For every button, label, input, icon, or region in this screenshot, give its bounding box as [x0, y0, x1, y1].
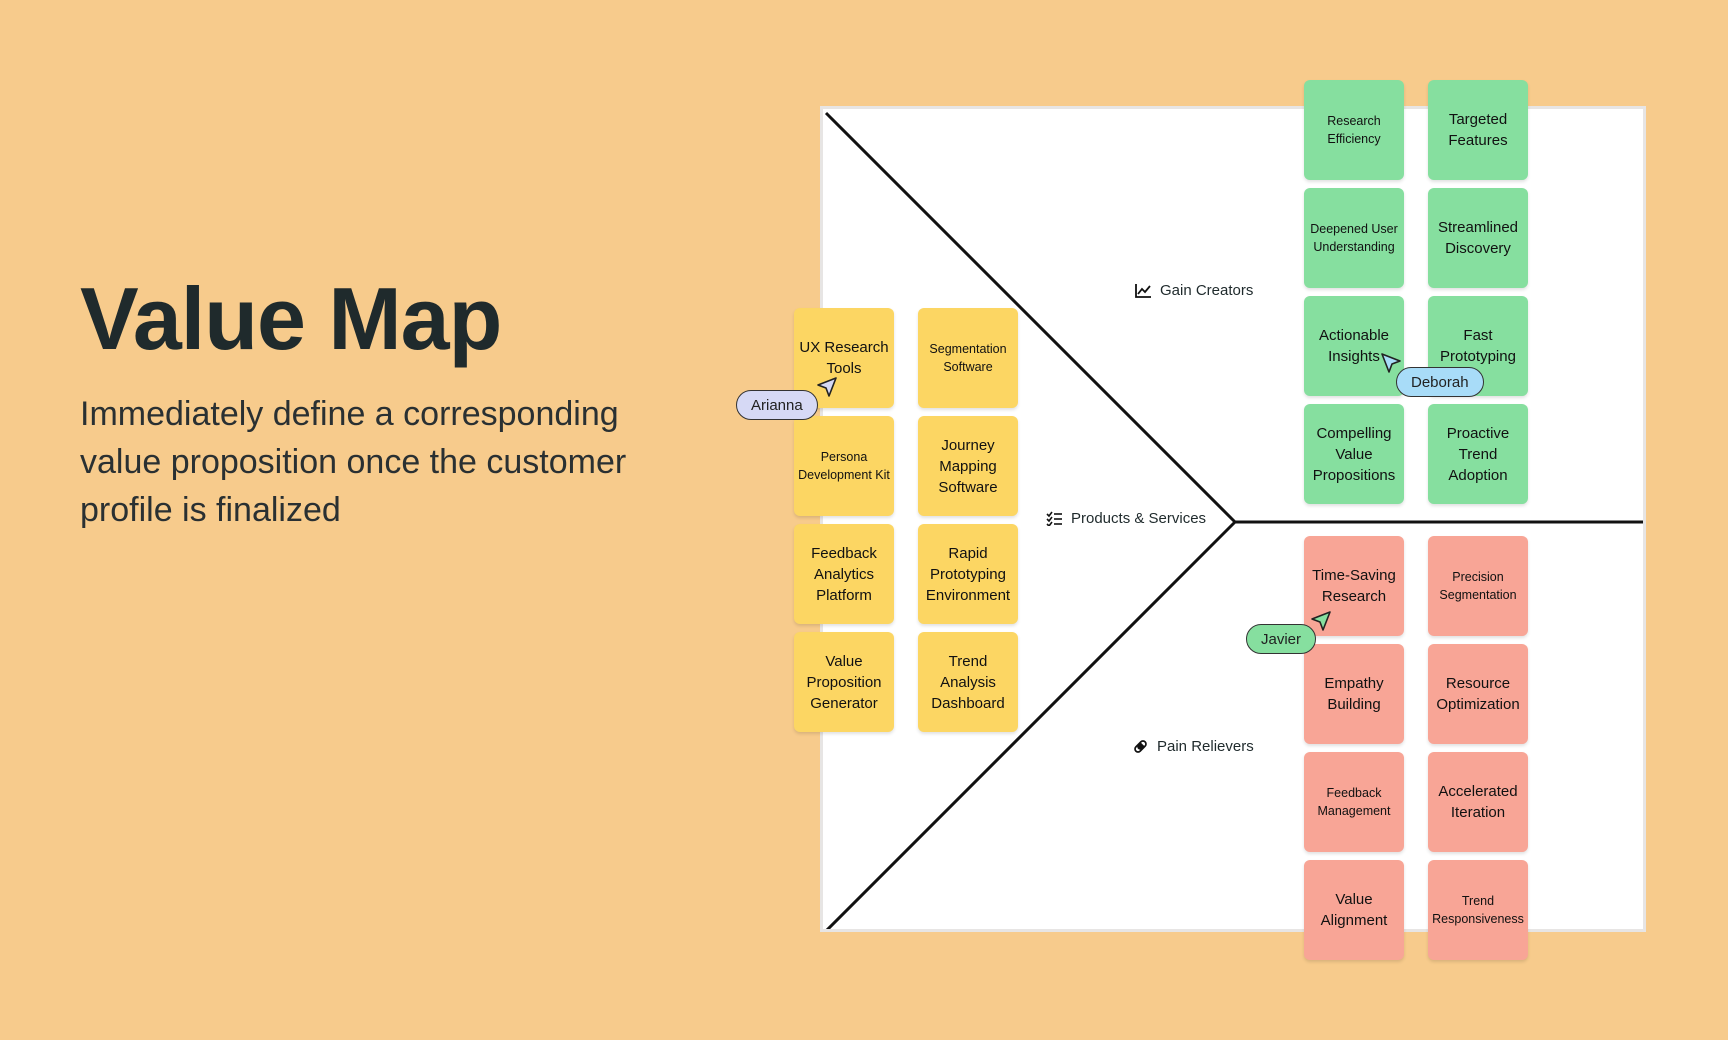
- products-services-title: Products & Services: [1071, 510, 1207, 527]
- gain-creators-label: Gain Creators: [1135, 282, 1253, 299]
- pain-note[interactable]: Precision Segmentation: [1428, 536, 1528, 636]
- gain-creators-title: Gain Creators: [1160, 282, 1254, 299]
- cursor-arrow-icon: [1311, 611, 1331, 631]
- pain-note[interactable]: Trend Responsiveness: [1428, 860, 1528, 960]
- collaborator-tag-arianna: Arianna: [736, 390, 818, 420]
- pain-note[interactable]: Value Alignment: [1304, 860, 1404, 960]
- pain-note[interactable]: Time-Saving Research: [1304, 536, 1404, 636]
- lower-divider-line: [825, 520, 1237, 929]
- upper-divider-line: [824, 111, 1237, 524]
- product-note[interactable]: Journey Mapping Software: [918, 416, 1018, 516]
- collaborator-tag-deborah: Deborah: [1396, 367, 1484, 397]
- value-map-lines: [824, 111, 1643, 929]
- collaborator-tag-javier: Javier: [1246, 624, 1317, 654]
- checklist-icon: [1046, 511, 1062, 526]
- product-note[interactable]: Rapid Prototyping Environment: [918, 524, 1018, 624]
- product-note[interactable]: Segmentation Software: [918, 308, 1018, 408]
- gain-note[interactable]: Compelling Value Propositions: [1304, 404, 1404, 504]
- gain-note[interactable]: Deepened User Understanding: [1304, 188, 1404, 288]
- cursor-arrow-icon: [1381, 353, 1401, 373]
- gain-note[interactable]: Research Efficiency: [1304, 80, 1404, 180]
- pain-note[interactable]: Empathy Building: [1304, 644, 1404, 744]
- products-services-label: Products & Services: [1046, 510, 1206, 527]
- gain-note[interactable]: Streamlined Discovery: [1428, 188, 1528, 288]
- cursor-arrow-icon: [817, 377, 837, 397]
- gain-note[interactable]: Targeted Features: [1428, 80, 1528, 180]
- pill-icon: [1134, 740, 1147, 753]
- pain-note[interactable]: Resource Optimization: [1428, 644, 1528, 744]
- page-title: Value Map: [80, 269, 502, 368]
- product-note[interactable]: Value Proposition Generator: [794, 632, 894, 732]
- product-note[interactable]: Feedback Analytics Platform: [794, 524, 894, 624]
- pain-relievers-label: Pain Relievers: [1132, 738, 1254, 755]
- pain-relievers-title: Pain Relievers: [1157, 738, 1254, 755]
- product-note[interactable]: Persona Development Kit: [794, 416, 894, 516]
- trend-chart-icon: [1135, 284, 1151, 298]
- page-subtitle: Immediately define a corresponding value…: [80, 395, 627, 529]
- product-note[interactable]: Trend Analysis Dashboard: [918, 632, 1018, 732]
- gain-note[interactable]: Actionable Insights: [1304, 296, 1404, 396]
- gain-note[interactable]: Proactive Trend Adoption: [1428, 404, 1528, 504]
- pain-note[interactable]: Feedback Management: [1304, 752, 1404, 852]
- pain-note[interactable]: Accelerated Iteration: [1428, 752, 1528, 852]
